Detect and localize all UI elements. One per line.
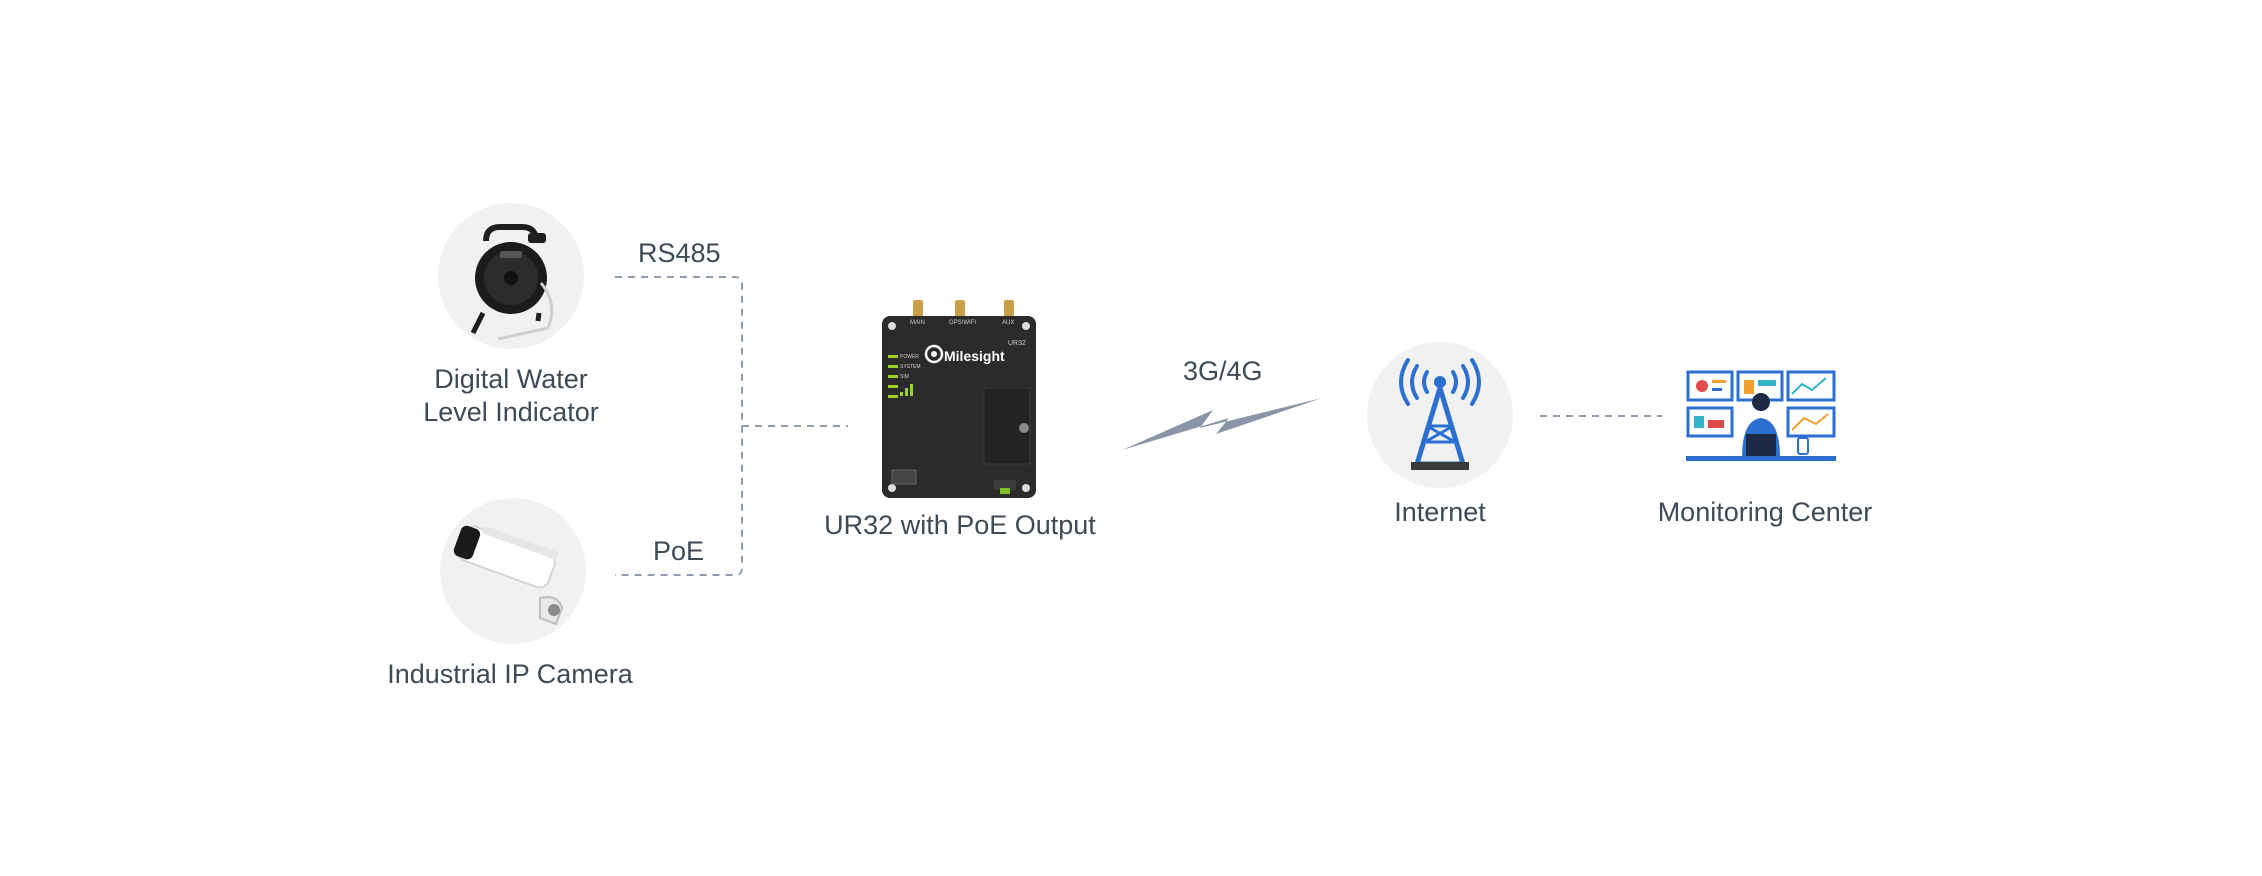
- cell-tower-icon: [1367, 342, 1513, 488]
- water-level-label-line2: Level Indicator: [423, 397, 599, 427]
- antenna-label-main: MAIN: [910, 320, 925, 326]
- led-label-system: SYSTEM: [900, 364, 921, 370]
- water-level-label-line1: Digital Water: [434, 364, 588, 394]
- ip-camera-label: Industrial IP Camera: [387, 659, 633, 689]
- monitoring-center-label: Monitoring Center: [1657, 497, 1873, 527]
- router-brand: Milesight: [944, 348, 1005, 364]
- poe-label: PoE: [653, 536, 705, 566]
- cellular-bolt-icon: [1122, 398, 1322, 450]
- router-label: UR32 with PoE Output: [824, 510, 1096, 540]
- router-model: UR32: [1008, 340, 1026, 347]
- rs485-label: RS485: [638, 238, 721, 268]
- led-label-sim: SIM: [900, 374, 909, 380]
- router-device-icon: [882, 300, 1036, 498]
- led-label-power: POWER: [900, 354, 919, 360]
- internet-label: Internet: [1394, 497, 1486, 527]
- cellular-label: 3G/4G: [1183, 356, 1263, 386]
- water-level-indicator-icon: [438, 203, 584, 349]
- monitoring-center-icon: [1686, 370, 1836, 461]
- antenna-label-aux: AUX: [1002, 320, 1015, 326]
- water-level-indicator-label: Digital Water Level Indicator: [380, 363, 642, 429]
- ip-camera-icon: [440, 498, 586, 644]
- antenna-label-gps: GPS/WIFI: [949, 320, 976, 326]
